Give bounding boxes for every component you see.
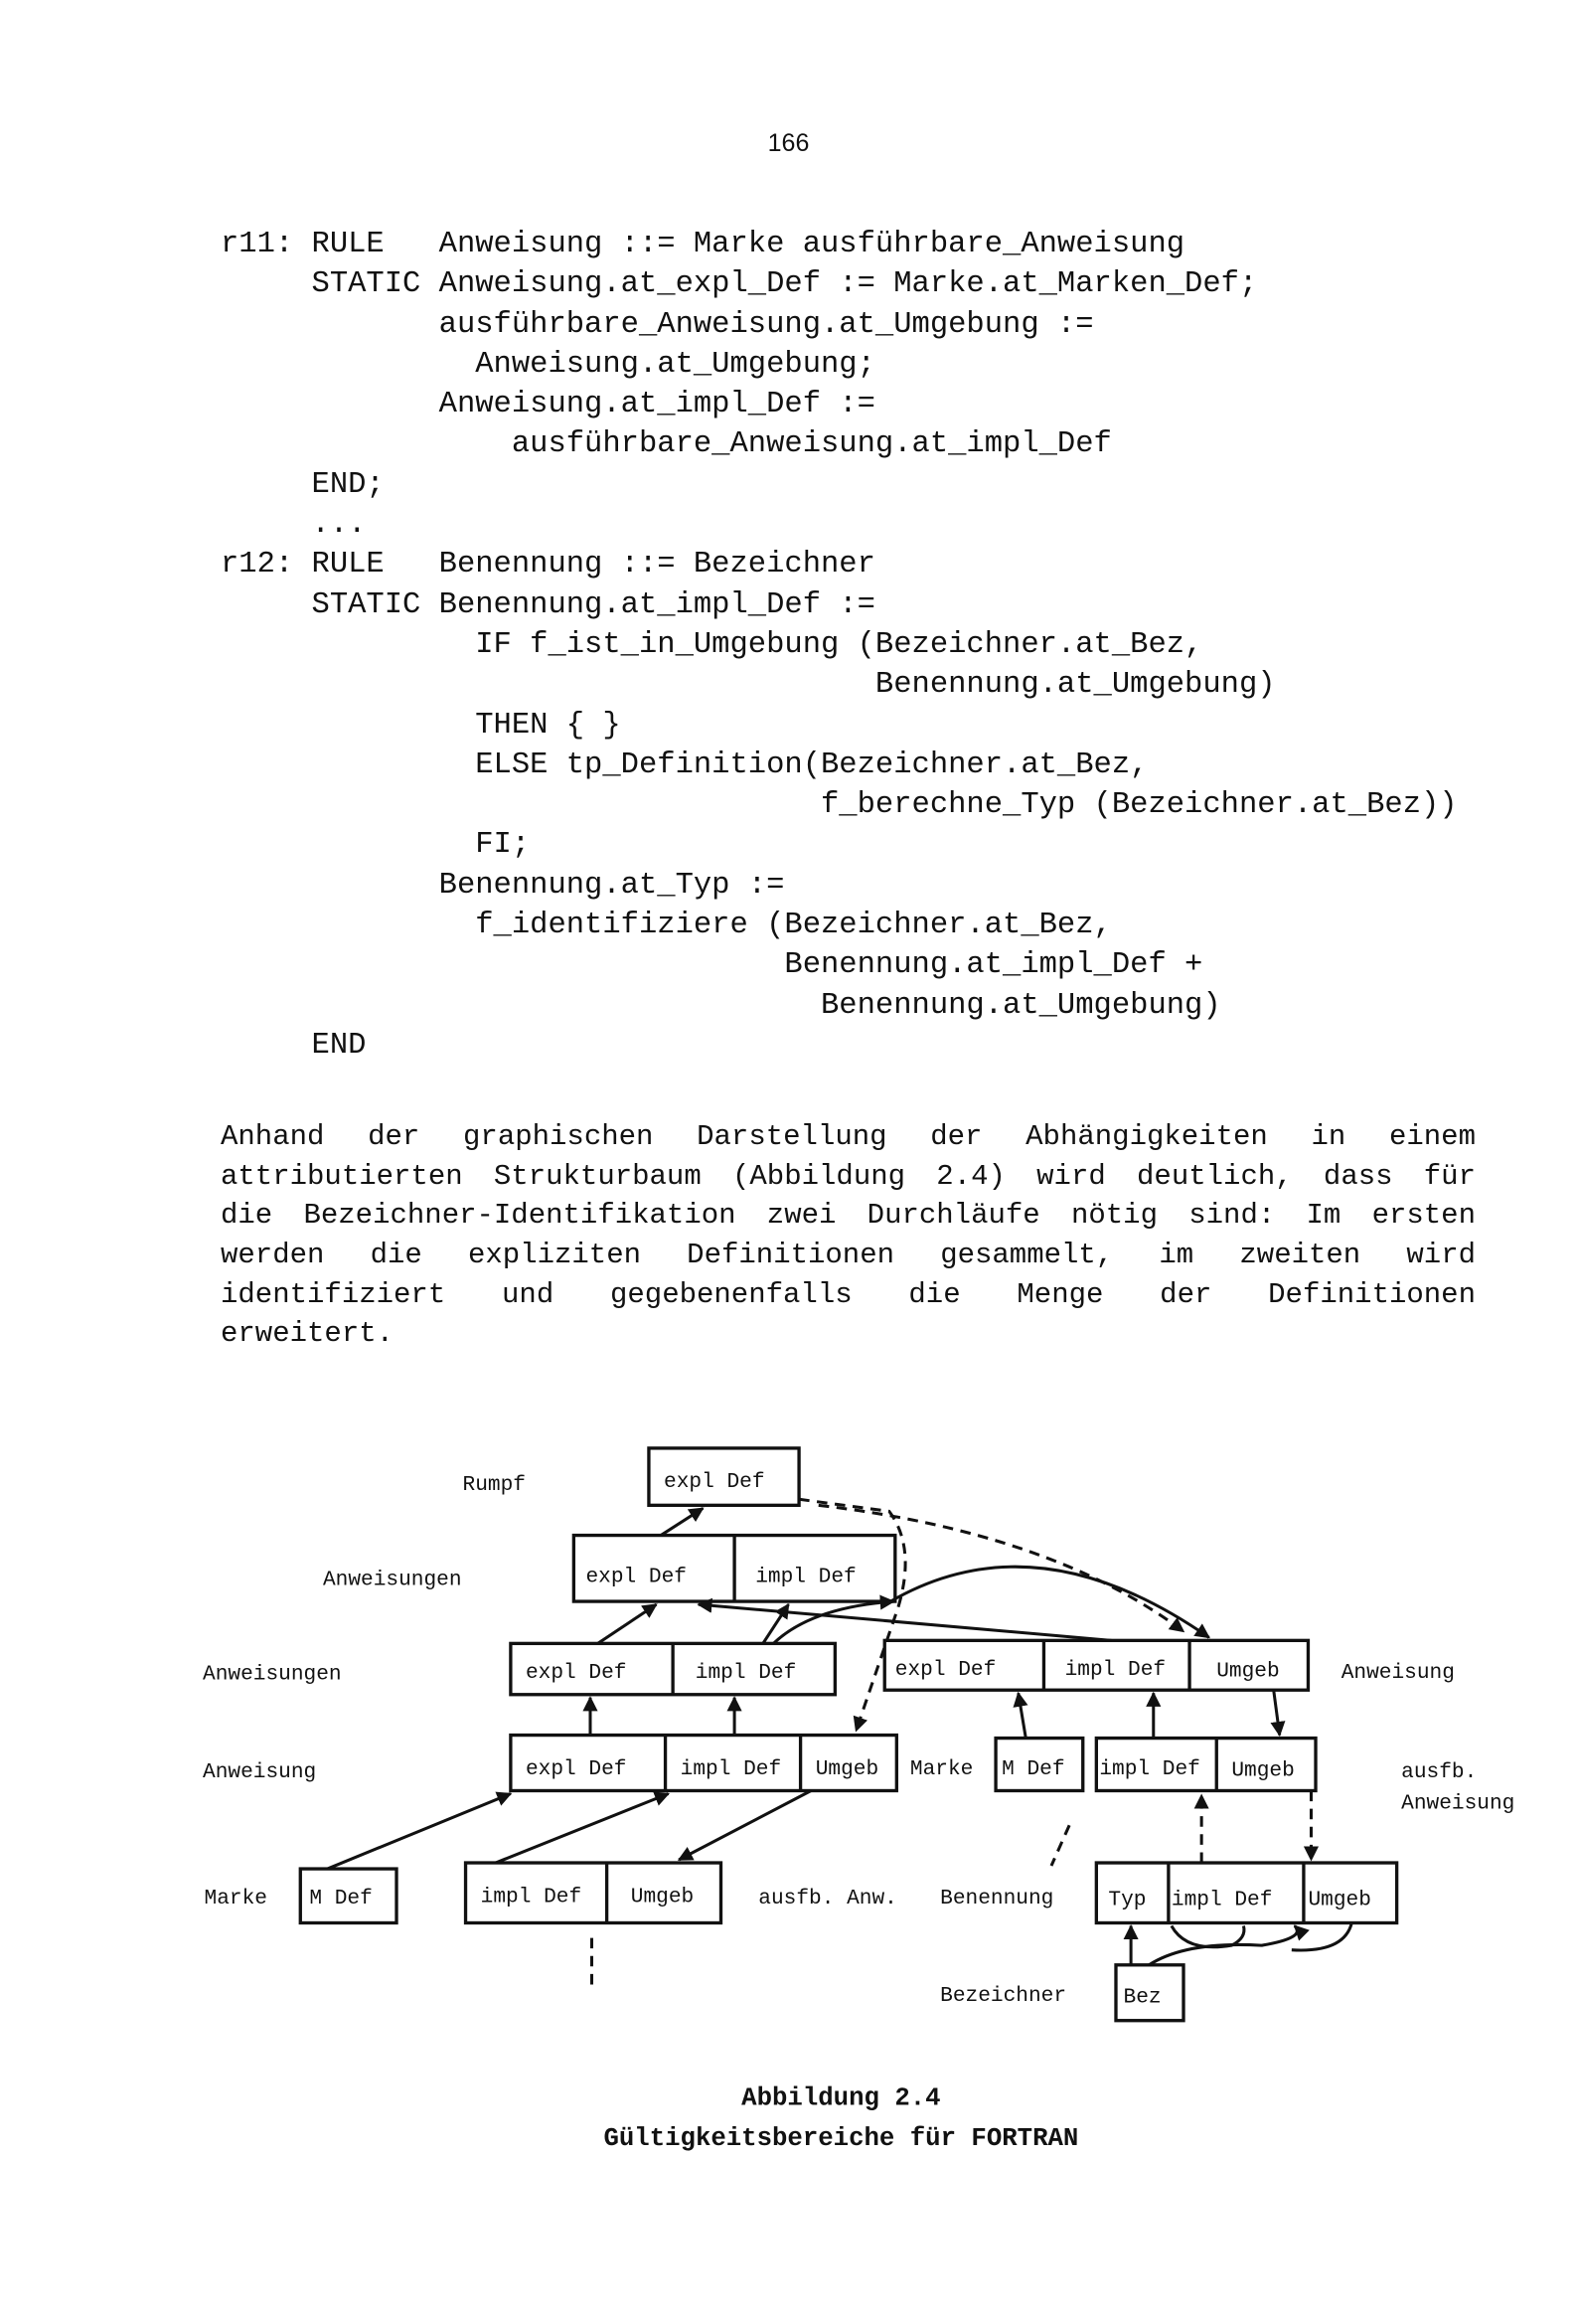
rumpf-box <box>647 1446 801 1507</box>
figure-caption-title: Gültigkeitsbereiche für FORTRAN <box>603 2124 1078 2153</box>
body-paragraph: Anhand der graphischen Darstellung der A… <box>221 1117 1476 1354</box>
cell-text: impl Def <box>755 1565 857 1588</box>
cell-text: expl Def <box>526 1661 627 1685</box>
code-line: ... <box>221 508 367 543</box>
code-line: STATIC Benennung.at_impl_Def := <box>221 587 875 622</box>
code-line: r11: RULE Anweisung ::= Marke ausführbar… <box>221 228 1185 261</box>
cell-text: Umgeb <box>1231 1758 1294 1782</box>
dependency-arrows <box>326 1507 1353 1967</box>
cell-text: Typ <box>1108 1888 1146 1911</box>
code-line: f_identifiziere (Bezeichner.at_Bez, <box>221 909 1112 943</box>
label-marke-mid: Marke <box>910 1757 973 1781</box>
cell-text: impl Def <box>1172 1888 1273 1911</box>
dashed-arrows <box>589 1497 1320 1991</box>
label-anweisung-left: Anweisung <box>203 1760 316 1784</box>
label-bezeichner: Bezeichner <box>940 1984 1066 2008</box>
cell-text: Umgeb <box>816 1757 878 1781</box>
label-anweisungen-2: Anweisungen <box>203 1663 342 1687</box>
cell-text: expl Def <box>895 1658 997 1682</box>
code-line: STATIC Anweisung.at_expl_Def := Marke.at… <box>221 267 1258 302</box>
code-line: Benennung.at_Umgebung) <box>221 988 1221 1023</box>
code-line: Anweisung.at_impl_Def := <box>221 388 875 422</box>
cell-text: Umgeb <box>1308 1888 1370 1911</box>
anweisung-left-box <box>509 1733 898 1793</box>
cell-text: impl Def <box>481 1885 582 1909</box>
code-line: Benennung.at_impl_Def + <box>221 948 1203 983</box>
code-line: IF f_ist_in_Umgebung (Bezeichner.at_Bez, <box>221 627 1203 662</box>
paragraph-line: erweitert. <box>221 1317 394 1351</box>
paragraph-line: werden die expliziten Definitionen gesam… <box>221 1239 1476 1272</box>
code-line: f_berechne_Typ (Bezeichner.at_Bez)) <box>221 788 1458 823</box>
paragraph-line: die Bezeichner-Identifikation zwei Durch… <box>221 1199 1476 1233</box>
code-line: THEN { } <box>221 708 621 743</box>
cell-text: M Def <box>1002 1757 1064 1781</box>
label-anweisung-right: Anweisung <box>1341 1661 1455 1685</box>
cell-text: impl Def <box>1099 1757 1200 1781</box>
code-line: Anweisung.at_Umgebung; <box>221 347 875 382</box>
cell-text: Umgeb <box>1216 1660 1279 1684</box>
code-line: r12: RULE Benennung ::= Bezeichner <box>221 548 875 582</box>
cell-text: expl Def <box>585 1565 687 1588</box>
cell-text: impl Def <box>681 1757 782 1781</box>
code-line: END; <box>221 467 385 502</box>
label-anweisungen-1: Anweisungen <box>323 1568 462 1591</box>
marke-mid-box <box>994 1736 1085 1793</box>
marke-low-box <box>298 1867 398 1925</box>
cell-text: impl Def <box>1065 1658 1167 1682</box>
code-line: END <box>221 1028 367 1063</box>
ausfb-low-box <box>463 1861 723 1925</box>
cell-text: expl Def <box>664 1470 765 1494</box>
cell-text: impl Def <box>696 1661 797 1685</box>
benennung-box <box>1094 1861 1399 1925</box>
page-number: 166 <box>767 129 810 157</box>
label-rumpf: Rumpf <box>463 1473 526 1497</box>
cell-text: Umgeb <box>631 1885 694 1909</box>
cell-text: Bez <box>1124 1986 1162 2010</box>
cell-text: expl Def <box>526 1757 627 1781</box>
code-line: FI; <box>221 828 531 863</box>
label-ausfb: ausfb. <box>1401 1760 1477 1784</box>
paragraph-line: identifiziert und gegebenenfalls die Men… <box>221 1277 1476 1311</box>
figure-caption-number: Abbildung 2.4 <box>741 2083 940 2112</box>
label-ausfb-anweisung: Anweisung <box>1401 1792 1514 1816</box>
paragraph-line: Anhand der graphischen Darstellung der A… <box>221 1120 1476 1153</box>
code-line: ausführbare_Anweisung.at_Umgebung := <box>221 307 1094 342</box>
label-benennung: Benennung <box>940 1887 1053 1910</box>
label-marke-low: Marke <box>205 1887 267 1910</box>
paragraph-line: attributierten Strukturbaum (Abbildung 2… <box>221 1159 1476 1193</box>
code-listing: r11: RULE Anweisung ::= Marke ausführbar… <box>221 225 1458 1066</box>
ausfb-box <box>1094 1736 1318 1793</box>
code-line: ausführbare_Anweisung.at_impl_Def <box>221 427 1112 462</box>
cell-text: M Def <box>309 1887 372 1910</box>
code-line: ELSE tp_Definition(Bezeichner.at_Bez, <box>221 747 1149 782</box>
label-ausfb-anw: ausfb. Anw. <box>758 1887 897 1910</box>
code-line: Benennung.at_Typ := <box>221 868 785 903</box>
code-line: Benennung.at_Umgebung) <box>221 668 1276 703</box>
